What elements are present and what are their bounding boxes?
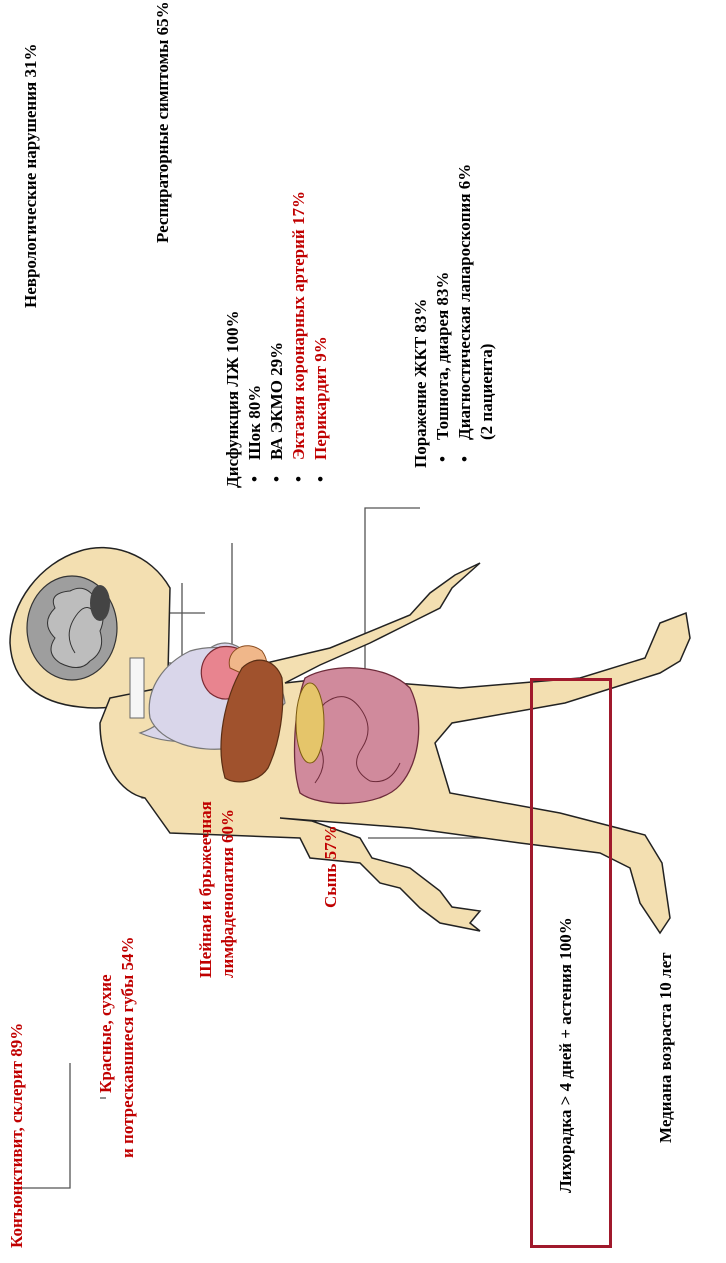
lv-item-shock: Шок 80% [244, 191, 266, 488]
lv-list: Шок 80% ВА ЭКМО 29% Эктазия коронарных а… [244, 191, 332, 488]
gi-note: (2 пациента) [476, 164, 498, 468]
lv-item-ectasia: Эктазия коронарных артерий 17% [288, 191, 310, 488]
gi-block: Поражение ЖКТ 83% Тошнота, диарея 83% Ди… [410, 164, 498, 468]
lv-item-ecmo: ВА ЭКМО 29% [266, 191, 288, 488]
lv-block: Дисфункция ЛЖ 100% Шок 80% ВА ЭКМО 29% Э… [222, 191, 332, 488]
leader-conjunctivitis [22, 1063, 70, 1188]
label-conjunctivitis: Конъюнктивит, склерит 89% [6, 1023, 28, 1248]
brain-icon [27, 576, 117, 680]
lv-item-pericarditis: Перикардит 9% [310, 191, 332, 488]
gi-item-nausea: Тошнота, диарея 83% [432, 164, 454, 468]
label-neuro: Неврологические нарушения 31% [20, 44, 42, 308]
leader-gi [365, 508, 420, 681]
label-lv-title: Дисфункция ЛЖ 100% [222, 191, 244, 488]
intestines-icon [295, 668, 419, 804]
label-fever: Лихорадка > 4 дней + астения 100% [555, 917, 577, 1193]
gi-list: Тошнота, диарея 83% Диагностическая лапа… [432, 164, 476, 468]
label-resp: Респираторные симптомы 65% [152, 1, 174, 243]
label-lips-line1: Красные, сухие [95, 974, 117, 1093]
trachea-icon [130, 658, 144, 718]
label-rash: Сыпь 57% [320, 825, 342, 908]
label-lymph-line2: лимфаденопатия 60% [217, 809, 239, 978]
label-gi-title: Поражение ЖКТ 83% [410, 164, 432, 468]
label-median-age: Медиана возраста 10 лет [655, 953, 677, 1143]
label-lips-line2: и потрескавшиеся губы 54% [117, 936, 139, 1158]
gi-item-laparoscopy: Диагностическая лапароскопия 6% [454, 164, 476, 468]
label-lymph-line1: Шейная и брыжеечная [195, 801, 217, 978]
